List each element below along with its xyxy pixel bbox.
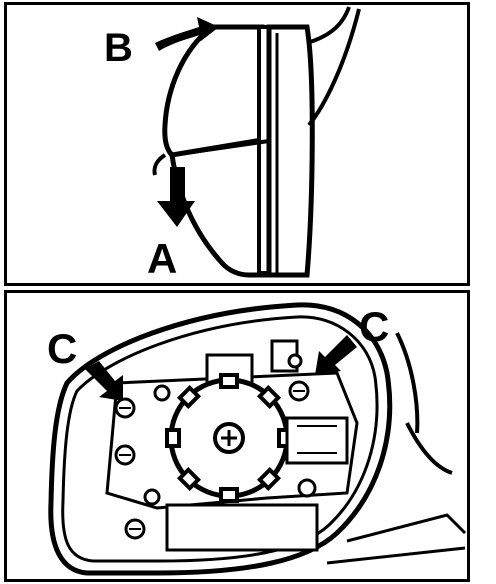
mirror-side-drawing: B A	[104, 6, 361, 282]
connector-block	[285, 416, 349, 465]
panel-mirror-side-view: B A	[4, 2, 470, 286]
screw-icon	[297, 478, 317, 498]
arrow-c-left-icon	[85, 361, 123, 401]
door-edge-curve	[405, 422, 453, 475]
housing-inner-outline	[61, 315, 379, 563]
mirror-cap-outline	[162, 24, 265, 158]
label-b: B	[104, 26, 133, 70]
mirror-lower-outline	[169, 154, 269, 278]
arrow-a-icon	[157, 167, 195, 227]
lower-block	[165, 503, 319, 552]
screw-icon	[153, 384, 171, 402]
label-c-right: C	[359, 303, 389, 350]
housing-outer-outline	[48, 302, 393, 576]
arrow-c-right-icon	[315, 335, 357, 375]
screw-icon	[287, 353, 303, 369]
mount-arm-lower	[307, 8, 361, 127]
mirror-housing-side	[266, 24, 315, 278]
motor-gear-teeth	[165, 373, 293, 503]
cap-seam	[171, 139, 270, 157]
panel-mirror-rear-view: C C	[4, 290, 470, 582]
door-trim-line	[346, 513, 467, 543]
mirror-rear-drawing: C C	[47, 302, 467, 576]
screw-icon	[143, 488, 161, 506]
label-c-left: C	[47, 325, 77, 372]
mirror-notch	[152, 153, 167, 176]
arrow-b-icon	[155, 17, 219, 51]
door-trim-line-2	[326, 546, 466, 565]
door-edge-upper	[395, 332, 420, 434]
mount-arm-upper	[306, 6, 351, 45]
label-a: A	[147, 235, 177, 282]
